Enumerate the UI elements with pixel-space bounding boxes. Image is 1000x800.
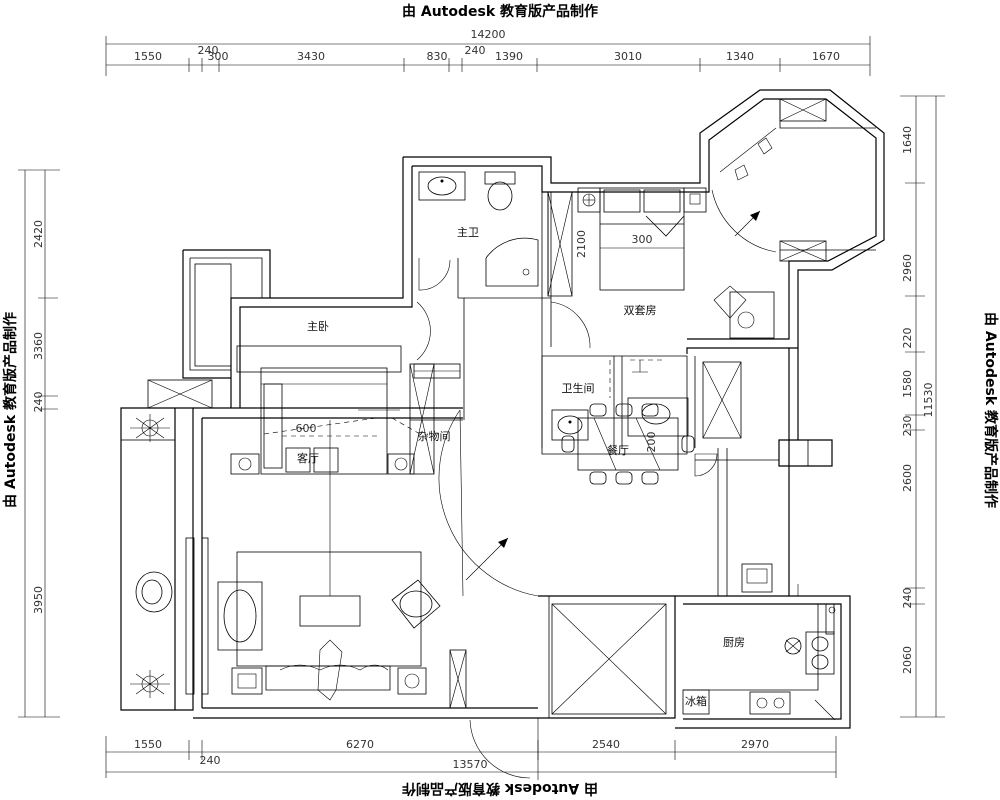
armchair-icon bbox=[135, 571, 173, 613]
dim-top-seg: 830 bbox=[427, 50, 448, 63]
dim-bottom-seg: 240 bbox=[200, 754, 221, 767]
dim-right-seg: 2960 bbox=[901, 254, 914, 282]
dim-right-seg: 220 bbox=[901, 328, 914, 349]
dim-right-seg: 230 bbox=[901, 416, 914, 437]
label-dining: 餐厅 bbox=[607, 443, 629, 457]
bed2-length-label: 2100 bbox=[575, 230, 588, 258]
right-dimension-lines bbox=[900, 95, 945, 718]
label-master-bath: 主卫 bbox=[457, 226, 479, 239]
dim-left-seg: 3950 bbox=[32, 586, 45, 614]
balcony-left bbox=[120, 379, 213, 711]
living-room bbox=[217, 409, 467, 709]
dim-top-total: 14200 bbox=[471, 28, 506, 41]
dim-top-seg: 1550 bbox=[134, 50, 162, 63]
watermark-right: 由 Autodesk 教育版产品制作 bbox=[982, 312, 999, 508]
label-living: 客厅 bbox=[297, 451, 319, 465]
bottom-dimension-lines bbox=[105, 736, 837, 778]
dim-top-seg: 300 bbox=[208, 50, 229, 63]
dim-top-seg: 1390 bbox=[495, 50, 523, 63]
walls bbox=[120, 89, 885, 729]
left-dimension-lines bbox=[18, 169, 60, 718]
label-bathroom: 卫生间 bbox=[562, 381, 595, 395]
dim-right-seg: 1640 bbox=[901, 126, 914, 154]
watermark-bottom: 由 Autodesk 教育版产品制作 bbox=[402, 780, 598, 797]
bed2-width-label: 300 bbox=[632, 233, 653, 246]
label-fridge: 冰箱 bbox=[685, 694, 707, 708]
dim-right-total: 11530 bbox=[922, 383, 935, 418]
label-storage: 杂物间 bbox=[418, 429, 451, 443]
dim-bottom-seg: 2540 bbox=[592, 738, 620, 751]
double-room bbox=[577, 137, 775, 339]
top-dimension-lines bbox=[105, 36, 871, 76]
master-bath bbox=[418, 171, 573, 297]
dim-right-seg: 1580 bbox=[901, 370, 914, 398]
label-kitchen: 厨房 bbox=[723, 636, 745, 649]
dim-top-seg: 3010 bbox=[614, 50, 642, 63]
plant-icon bbox=[130, 670, 170, 698]
dim-right-seg: 240 bbox=[901, 588, 914, 609]
label-double-room: 双套房 bbox=[624, 304, 657, 317]
dim-top-seg: 240 bbox=[465, 44, 486, 57]
plant-icon bbox=[130, 414, 170, 442]
dim-right-seg: 2600 bbox=[901, 464, 914, 492]
dim-bottom-total: 13570 bbox=[453, 758, 488, 771]
right-post bbox=[797, 439, 833, 596]
dim-top-seg: 1670 bbox=[812, 50, 840, 63]
dim-right-seg: 2060 bbox=[901, 646, 914, 674]
dim-left-seg: 2420 bbox=[32, 220, 45, 248]
watermark-top: 由 Autodesk 教育版产品制作 bbox=[402, 3, 598, 20]
dim-left-seg: 3360 bbox=[32, 332, 45, 360]
kitchen bbox=[682, 603, 836, 715]
direction-arrows bbox=[465, 210, 761, 581]
dining-table-width: 200 bbox=[645, 432, 658, 453]
bathroom bbox=[551, 359, 742, 441]
dim-top-seg: 3430 bbox=[297, 50, 325, 63]
master-bedroom bbox=[230, 345, 461, 475]
dim-top-seg: 1340 bbox=[726, 50, 754, 63]
dim-bottom-seg: 6270 bbox=[346, 738, 374, 751]
dim-top-seg: 240 bbox=[198, 44, 219, 57]
label-master-bedroom: 主卧 bbox=[307, 320, 329, 333]
watermark-left: 由 Autodesk 教育版产品制作 bbox=[2, 312, 19, 508]
dim-bottom-seg: 2970 bbox=[741, 738, 769, 751]
octagon-bay bbox=[711, 98, 876, 262]
shaft bbox=[551, 603, 667, 715]
doors bbox=[416, 258, 836, 780]
dim-left-seg: 240 bbox=[32, 392, 45, 413]
dining bbox=[561, 403, 773, 593]
bed1-width-label: 600 bbox=[296, 422, 317, 435]
dim-bottom-seg: 1550 bbox=[134, 738, 162, 751]
